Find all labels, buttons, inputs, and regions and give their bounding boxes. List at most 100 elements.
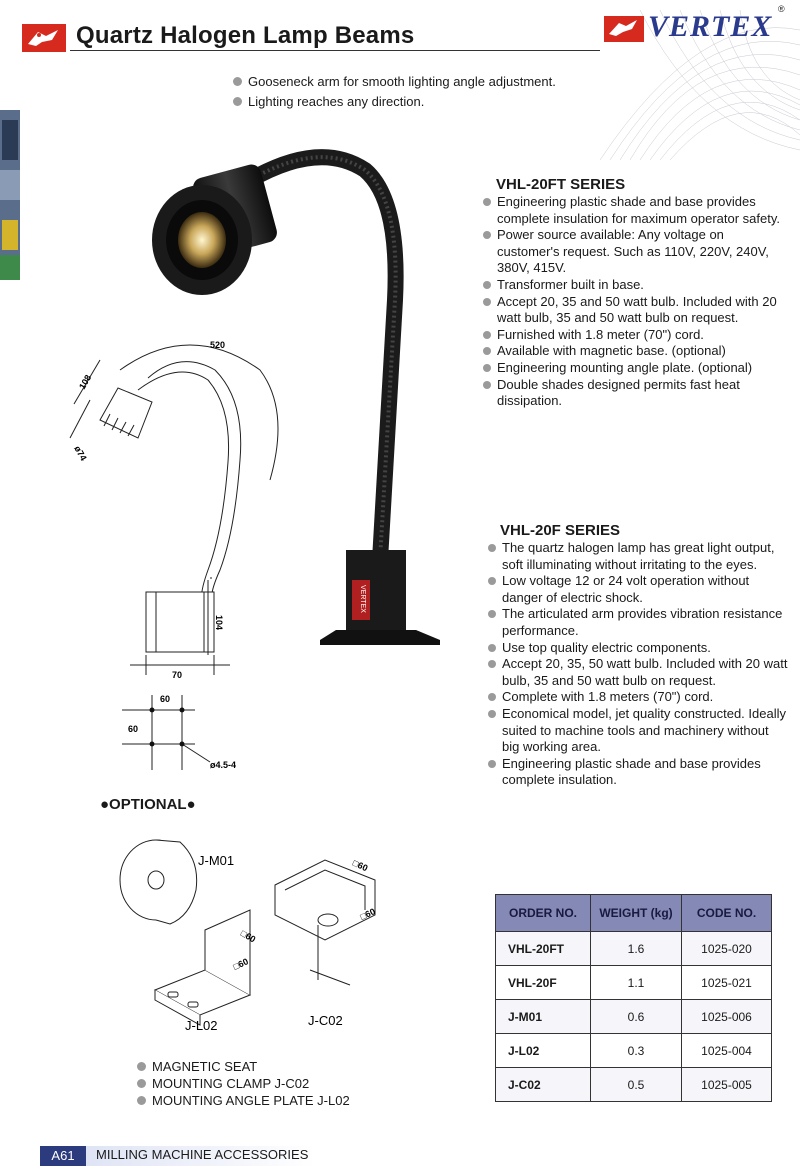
spec-table-wrap: ORDER NO. WEIGHT (kg) CODE NO. VHL-20FT … [495, 894, 772, 1102]
feature-item: Accept 20, 35, 50 watt bulb. Included wi… [488, 656, 788, 689]
feature-item: Economical model, jet quality constructe… [488, 706, 788, 756]
cell-weight: 0.6 [590, 999, 682, 1034]
cell-order: VHL-20F [495, 965, 591, 1000]
bullet-icon [483, 347, 491, 356]
table-row: J-C02 0.5 1025-005 [495, 1067, 772, 1102]
registered-mark: ® [778, 4, 785, 14]
series-f-features: The quartz halogen lamp has great light … [488, 540, 788, 789]
bullet-icon [488, 610, 496, 619]
bullet-icon [483, 363, 491, 372]
dim-hole-x: 60 [160, 694, 170, 704]
cell-weight: 1.6 [590, 931, 682, 966]
brand-name: VERTEX [648, 10, 773, 43]
cell-code: 1025-004 [681, 1033, 772, 1068]
cell-code: 1025-005 [681, 1067, 772, 1102]
cell-order: J-M01 [495, 999, 591, 1034]
bullet-icon [488, 693, 496, 702]
feature-item: Accept 20, 35 and 50 watt bulb. Included… [483, 294, 783, 327]
dim-base-height: 104 [214, 615, 224, 630]
col-code-no: CODE NO. [681, 894, 772, 932]
dim-head-dia: ø74 [72, 444, 88, 462]
cell-code: 1025-021 [681, 965, 772, 1000]
feature-item: Use top quality electric components. [488, 640, 788, 657]
bullet-icon [488, 759, 496, 768]
feature-item: Engineering plastic shade and base provi… [488, 756, 788, 789]
dim-hole-dia: ø4.5-4 [210, 760, 236, 770]
feature-item: Furnished with 1.8 meter (70") cord. [483, 327, 783, 344]
label-j-c02: J-C02 [308, 1013, 343, 1028]
label-j-m01: J-M01 [198, 853, 234, 868]
page-title: Quartz Halogen Lamp Beams [76, 22, 415, 49]
col-weight: WEIGHT (kg) [590, 894, 682, 932]
feature-item: Complete with 1.8 meters (70") cord. [488, 689, 788, 706]
spec-table: ORDER NO. WEIGHT (kg) CODE NO. VHL-20FT … [495, 894, 772, 1102]
cell-code: 1025-020 [681, 931, 772, 966]
bullet-icon [488, 643, 496, 652]
optional-heading: ●OPTIONAL● [100, 796, 196, 813]
bullet-icon [233, 77, 242, 87]
table-header-row: ORDER NO. WEIGHT (kg) CODE NO. [495, 894, 772, 932]
cell-code: 1025-006 [681, 999, 772, 1034]
accessories-illustration: J-M01 J-L02 J-C02 □60 □60 □60 □60 [119, 839, 377, 1033]
cell-order: VHL-20FT [495, 931, 591, 966]
series-f-title: VHL-20F SERIES [500, 522, 621, 539]
cell-order: J-C02 [495, 1067, 591, 1102]
dim-arm-length: 520 [210, 340, 225, 350]
bullet-icon [483, 330, 491, 339]
table-row: J-M01 0.6 1025-006 [495, 999, 772, 1034]
eagle-logo-icon [22, 24, 66, 52]
bullet-icon [483, 380, 491, 389]
intro-bullet: Gooseneck arm for smooth lighting angle … [233, 72, 556, 92]
series-ft-title: VHL-20FT SERIES [496, 176, 626, 193]
feature-item: Transformer built in base. [483, 277, 783, 294]
cell-weight: 1.1 [590, 965, 682, 1000]
bullet-icon [137, 1096, 146, 1106]
decorative-mesh [600, 10, 800, 160]
bullet-icon [488, 709, 496, 718]
intro-bullet: Lighting reaches any direction. [233, 92, 556, 112]
title-underline [70, 50, 600, 51]
optional-item: MOUNTING CLAMP J-C02 [137, 1075, 350, 1092]
page-number: A61 [40, 1146, 86, 1166]
feature-item: Engineering mounting angle plate. (optio… [483, 360, 783, 377]
cell-weight: 0.3 [590, 1033, 682, 1068]
cell-order: J-L02 [495, 1033, 591, 1068]
intro-bullets: Gooseneck arm for smooth lighting angle … [233, 72, 556, 112]
bullet-icon [233, 97, 242, 107]
footer-section: MILLING MACHINE ACCESSORIES [96, 1147, 309, 1162]
bullet-icon [137, 1062, 146, 1072]
feature-item: The articulated arm provides vibration r… [488, 606, 788, 639]
brand-eagle-icon [604, 16, 644, 42]
feature-item: The quartz halogen lamp has great light … [488, 540, 788, 573]
feature-item: Power source available: Any voltage on c… [483, 227, 783, 277]
label-sq60-clamp-top: □60 [351, 858, 369, 874]
bullet-icon [488, 577, 496, 586]
feature-item: Double shades designed permits fast heat… [483, 377, 783, 410]
series-ft-features: Engineering plastic shade and base provi… [483, 194, 783, 410]
table-row: VHL-20FT 1.6 1025-020 [495, 931, 772, 966]
bullet-icon [483, 198, 491, 206]
dim-base-width: 70 [172, 670, 182, 680]
cell-weight: 0.5 [590, 1067, 682, 1102]
bullet-icon [483, 231, 491, 240]
optional-item: MOUNTING ANGLE PLATE J-L02 [137, 1092, 350, 1109]
bullet-icon [488, 660, 496, 669]
optional-list: MAGNETIC SEAT MOUNTING CLAMP J-C02 MOUNT… [137, 1058, 350, 1109]
bullet-icon [483, 280, 491, 289]
bullet-icon [488, 544, 496, 552]
feature-item: Engineering plastic shade and base provi… [483, 194, 783, 227]
feature-item: Low voltage 12 or 24 volt operation with… [488, 573, 788, 606]
feature-item: Available with magnetic base. (optional) [483, 343, 783, 360]
bullet-icon [483, 297, 491, 306]
dimension-diagram: 520 108 ø74 104 70 60 60 ø4.5-4 [69, 340, 279, 770]
optional-item: MAGNETIC SEAT [137, 1058, 350, 1075]
side-photo-strip [0, 110, 20, 280]
footer-bar [86, 1146, 316, 1166]
dim-hole-y: 60 [128, 724, 138, 734]
col-order-no: ORDER NO. [495, 894, 591, 932]
base-brand-label: VERTEX [359, 585, 366, 613]
table-row: J-L02 0.3 1025-004 [495, 1033, 772, 1068]
label-j-l02: J-L02 [185, 1018, 218, 1033]
table-row: VHL-20F 1.1 1025-021 [495, 965, 772, 1000]
bullet-icon [137, 1079, 146, 1089]
